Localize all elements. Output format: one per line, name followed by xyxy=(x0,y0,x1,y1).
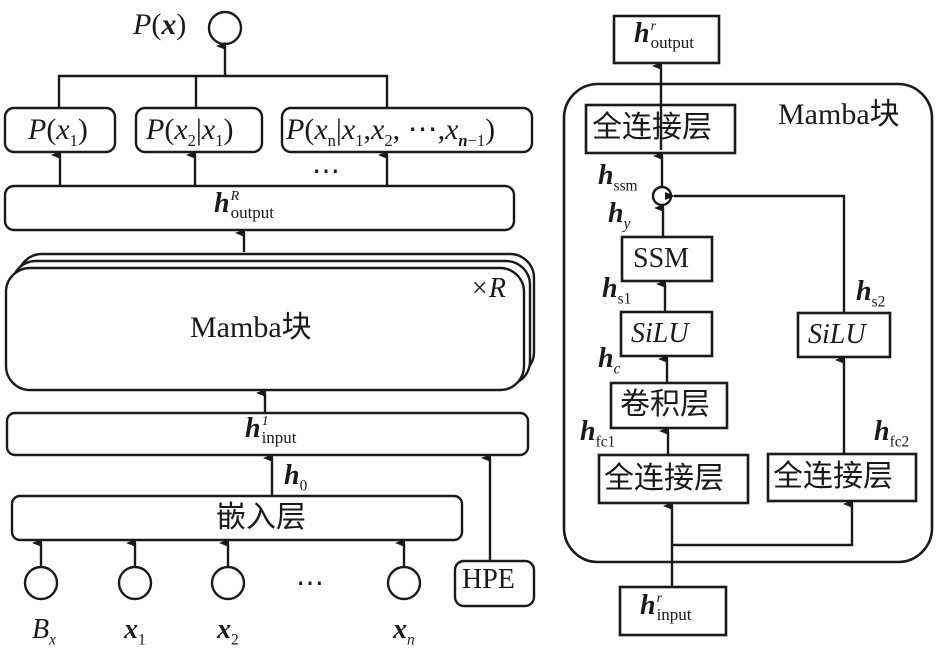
prob-box-n xyxy=(280,106,534,154)
hpe-box xyxy=(453,559,536,608)
output-label: P(x) xyxy=(133,8,187,41)
fc2-box xyxy=(766,452,918,503)
embedding-box xyxy=(10,494,464,542)
hpe-label: HPE xyxy=(462,564,515,595)
input-label-bx: Bx xyxy=(32,614,56,649)
h-input-r-box xyxy=(618,585,728,637)
conv-label: 卷积层 xyxy=(620,387,710,422)
fc2-label: 全连接层 xyxy=(773,459,893,494)
prob-box-2 xyxy=(134,106,264,154)
multiply-node xyxy=(651,185,673,207)
silu1-label: SiLU xyxy=(631,318,689,349)
mamba-detail-box xyxy=(562,82,934,564)
ellipsis-probs: ⋯ xyxy=(312,156,340,187)
h0-label: h0 xyxy=(284,460,308,495)
output-var: x xyxy=(161,8,177,41)
fc1-box xyxy=(597,453,750,505)
silu2-label: SiLU xyxy=(808,319,866,350)
h-ssm-label: hssm xyxy=(598,160,638,195)
embedding-label: 嵌入层 xyxy=(216,500,306,535)
h-fc2-label: hfc2 xyxy=(874,416,910,451)
ssm-label: SSM xyxy=(633,243,690,274)
mamba-block-label: Mamba块 xyxy=(190,311,312,344)
prob-label-2: P(x2|x1) xyxy=(146,113,234,150)
ssm-box xyxy=(620,235,714,283)
output-node xyxy=(207,10,243,46)
combine-connector xyxy=(57,74,389,107)
input-label-x2: x2 xyxy=(217,614,239,649)
prob-label-n: P(xn|x1,x2, ⋯,xn−1) xyxy=(286,113,496,150)
input-label-xn: xn xyxy=(393,614,415,649)
fc-top-label: 全连接层 xyxy=(592,110,712,145)
repeat-label: ×R xyxy=(470,273,506,304)
prob-label-1: P(x1) xyxy=(28,113,88,150)
h-output-r-box xyxy=(612,14,721,65)
h-y-label: hy xyxy=(608,198,631,233)
conv-box xyxy=(609,381,729,430)
h-c-label: hc xyxy=(598,343,621,378)
h-s2-label: hs2 xyxy=(856,276,886,311)
fc1-label: 全连接层 xyxy=(604,461,724,496)
input-label-x1: x1 xyxy=(124,614,146,649)
h-s1-label: hs1 xyxy=(602,273,632,308)
mamba-detail-title: Mamba块 xyxy=(778,98,900,131)
h-fc1-label: hfc1 xyxy=(580,416,616,451)
h-output-box xyxy=(3,184,516,232)
ellipsis-inputs: ⋯ xyxy=(296,568,324,599)
